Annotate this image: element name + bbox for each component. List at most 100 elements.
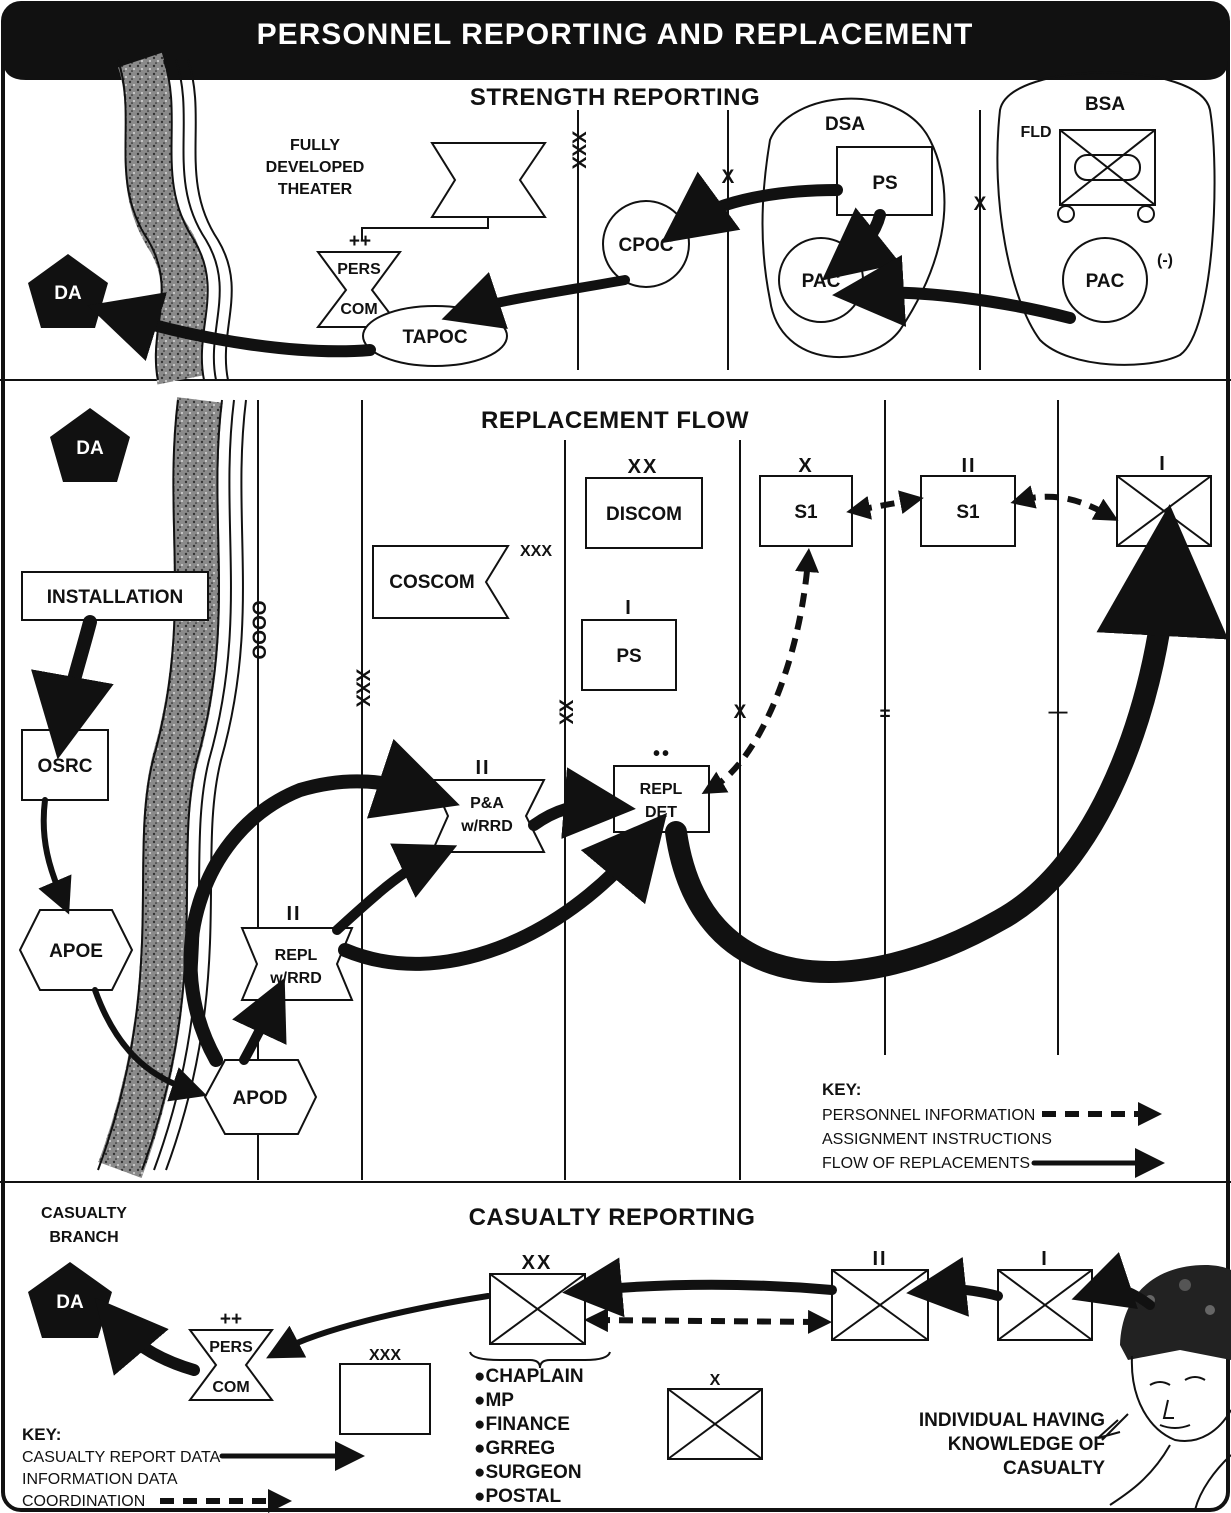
connector-line <box>361 217 489 240</box>
replacement-key: KEY: PERSONNEL INFORMATION ASSIGNMENT IN… <box>822 1080 1165 1178</box>
flow-arrow <box>665 504 1229 983</box>
svg-text:FULLY: FULLY <box>290 137 340 154</box>
boundary-xx: XX <box>555 699 576 725</box>
svg-text:PERS: PERS <box>209 1339 253 1356</box>
flow-arrow <box>94 1297 200 1376</box>
replacement-heading: REPLACEMENT FLOW <box>481 407 749 434</box>
corps-box: XXX <box>339 1347 431 1435</box>
theater-label: FULLY DEVELOPED THEATER <box>266 137 365 198</box>
apoe-node: APOE <box>18 909 134 991</box>
svg-text:CPOC: CPOC <box>619 235 674 256</box>
flow-arrow <box>832 254 1076 327</box>
apod-node: APOD <box>203 1059 318 1135</box>
flow-arrow <box>332 843 458 935</box>
svg-text:DISCOM: DISCOM <box>606 504 682 525</box>
svg-text:PERSONNEL INFORMATION: PERSONNEL INFORMATION <box>822 1107 1035 1124</box>
boundary-i: — <box>1049 702 1068 723</box>
svg-text:BSA: BSA <box>1085 94 1125 115</box>
svg-text:I: I <box>625 597 633 619</box>
svg-text:X: X <box>710 1372 721 1389</box>
svg-text:COM: COM <box>212 1379 249 1396</box>
casualty-reporting-section: CASUALTY REPORTING CASUALTY BRANCH DA ++… <box>22 1204 1231 1513</box>
staff-brace <box>469 1351 611 1369</box>
boundary-oooo: OOOO <box>248 600 269 659</box>
svg-text:II: II <box>872 1248 887 1270</box>
svg-text:DSA: DSA <box>825 114 865 135</box>
svg-text:BRANCH: BRANCH <box>49 1229 118 1246</box>
svg-text:XX: XX <box>522 1252 553 1274</box>
svg-text:KNOWLEDGE OF: KNOWLEDGE OF <box>948 1434 1105 1455</box>
bowtie-symbol <box>430 142 547 218</box>
svg-text:REPL: REPL <box>640 781 683 798</box>
svg-text:INSTALLATION: INSTALLATION <box>47 587 184 608</box>
svg-text:CASUALTY: CASUALTY <box>1003 1458 1105 1479</box>
brigade-node: X <box>667 1372 763 1460</box>
svg-text:KEY:: KEY: <box>22 1425 61 1444</box>
dashed-arrow <box>846 490 924 520</box>
svg-text:INFORMATION DATA: INFORMATION DATA <box>22 1471 178 1488</box>
flow-arrow <box>441 272 630 329</box>
svg-text:TAPOC: TAPOC <box>402 327 467 348</box>
svg-text:••: •• <box>653 743 671 765</box>
casualty-key: KEY: CASUALTY REPORT DATA INFORMATION DA… <box>22 1425 365 1513</box>
bsa-area: BSA FLD PAC (-) <box>996 71 1216 366</box>
svg-text:ASSIGNMENT INSTRUCTIONS: ASSIGNMENT INSTRUCTIONS <box>822 1131 1052 1148</box>
soldier-figure <box>1097 1265 1231 1511</box>
svg-text:S1: S1 <box>956 502 980 523</box>
svg-text:DA: DA <box>76 438 104 459</box>
dashed-arrow <box>701 548 820 795</box>
svg-text:FLD: FLD <box>1020 124 1051 141</box>
pers-com-symbol: ++ PERS COM <box>188 1309 274 1401</box>
boundary-x: X <box>722 167 735 188</box>
svg-text:PS: PS <box>872 173 897 194</box>
svg-text:w/RRD: w/RRD <box>269 970 322 987</box>
svg-text:COM: COM <box>340 301 377 318</box>
svg-text:PAC: PAC <box>1086 271 1125 292</box>
svg-text:X: X <box>798 455 813 477</box>
replacement-flow-section: REPLACEMENT FLOW DA OOOO XXX XX X = — IN… <box>18 397 1229 1180</box>
svg-text:DEVELOPED: DEVELOPED <box>266 159 365 176</box>
svg-text:XXX: XXX <box>520 543 552 560</box>
svg-text:PS: PS <box>616 646 641 667</box>
flow-arrow <box>266 1293 491 1359</box>
svg-text:COSCOM: COSCOM <box>389 572 475 593</box>
svg-text:I: I <box>1159 453 1167 475</box>
discom-node: XX DISCOM <box>585 456 703 549</box>
field-trains-symbol <box>1057 129 1156 223</box>
svg-text:REPL: REPL <box>275 947 318 964</box>
svg-text:FLOW OF REPLACEMENTS: FLOW OF REPLACEMENTS <box>822 1155 1030 1172</box>
svg-text:II: II <box>475 757 490 779</box>
svg-text:THEATER: THEATER <box>278 181 353 198</box>
boundary-x: X <box>974 194 987 215</box>
svg-text:CASUALTY REPORT DATA: CASUALTY REPORT DATA <box>22 1449 221 1466</box>
svg-text:(-): (-) <box>1157 252 1173 269</box>
flow-arrow <box>1071 1252 1155 1310</box>
flow-arrow <box>31 615 114 760</box>
da-pentagon: DA <box>28 1262 112 1338</box>
svg-text:●GRREG: ●GRREG <box>474 1438 555 1459</box>
flow-arrow <box>38 797 72 915</box>
svg-text:APOD: APOD <box>233 1088 288 1109</box>
svg-text:●CHAPLAIN: ●CHAPLAIN <box>474 1366 584 1387</box>
svg-text:++: ++ <box>349 231 371 252</box>
svg-text:OSRC: OSRC <box>38 756 93 777</box>
svg-text:●MP: ●MP <box>474 1390 514 1411</box>
boundary-x: X <box>734 702 747 723</box>
svg-text:DET: DET <box>645 804 677 821</box>
svg-text:●SURGEON: ●SURGEON <box>474 1462 582 1483</box>
svg-text:PERS: PERS <box>337 261 381 278</box>
dashed-arrow <box>584 1308 832 1334</box>
svg-text:II: II <box>961 455 976 477</box>
flow-arrow <box>92 987 208 1102</box>
svg-text:P&A: P&A <box>470 795 504 812</box>
flow-arrow <box>338 812 668 971</box>
svg-text:II: II <box>286 903 301 925</box>
s1-battalion-node: II S1 <box>920 455 1016 547</box>
svg-text:++: ++ <box>220 1309 242 1330</box>
svg-text:CASUALTY: CASUALTY <box>41 1205 127 1222</box>
installation-node: INSTALLATION <box>21 571 209 621</box>
svg-text:●POSTAL: ●POSTAL <box>474 1486 562 1507</box>
tapoc-node: TAPOC <box>362 305 508 367</box>
staff-list: ●CHAPLAIN ●MP ●FINANCE ●GRREG ●SURGEON ●… <box>474 1366 584 1507</box>
